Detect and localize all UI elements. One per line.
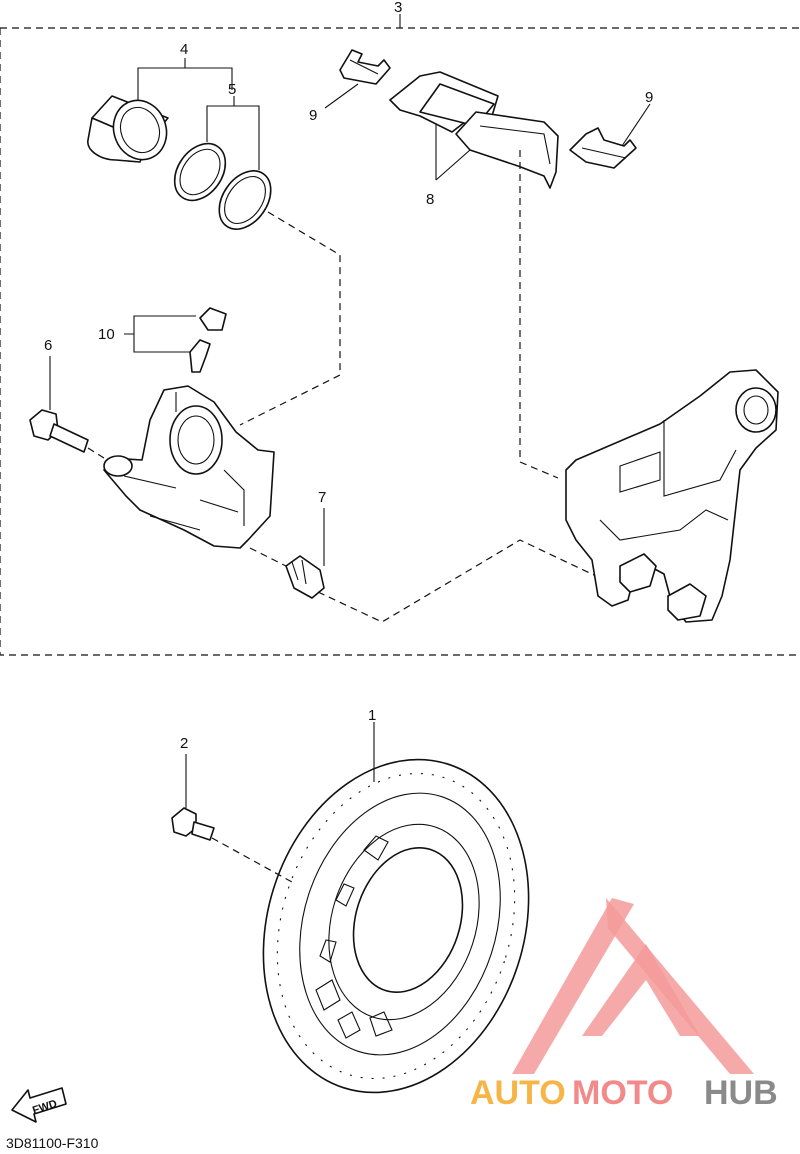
callout-1: 1 [368,707,376,724]
assembly-line-pads [519,150,559,479]
callout-7: 7 [318,489,326,506]
callout-3: 3 [394,0,402,16]
pad-spring-right [569,127,637,169]
callout-8: 8 [426,191,434,208]
diagram-code: 3D81100-F310 [6,1135,99,1151]
pad-spring-left [339,49,391,85]
callout-5: 5 [228,81,236,98]
bleed-screw [189,339,211,373]
watermark-moto: MOTO [572,1074,673,1112]
watermark-auto: AUTO [470,1074,566,1112]
assembly-line-pin [249,539,597,623]
disc-bolt [171,807,215,841]
piston-seal-outer [173,142,227,202]
piston [87,95,169,163]
callout-9-right: 9 [645,89,653,106]
callout-10: 10 [98,326,115,343]
callout-4: 4 [180,41,188,58]
brake-pads [389,71,559,189]
callout-9-left: 9 [309,107,317,124]
leader-8 [435,124,471,181]
watermark-logo-icon [512,898,754,1074]
caliper-bolt [29,409,89,453]
assembly-line-disc [211,837,293,883]
bleed-cap [199,307,227,331]
leader-9-left [324,83,359,109]
slide-pin-boot [285,555,325,599]
assembly-line-seals [239,211,341,426]
brake-disc [262,758,530,1094]
callout-2: 2 [180,735,188,752]
caliper-body [103,385,275,549]
caliper-bracket [565,369,779,623]
watermark-hub: HUB [704,1074,778,1112]
leader-9-right [621,103,651,147]
leader-10 [124,315,196,353]
piston-seal-inner [218,170,272,230]
leader-4 [137,58,233,100]
leader-5 [206,96,260,170]
callout-6: 6 [44,337,52,354]
forward-arrow-icon [11,1087,67,1123]
assembly-line-bolt [87,447,105,459]
